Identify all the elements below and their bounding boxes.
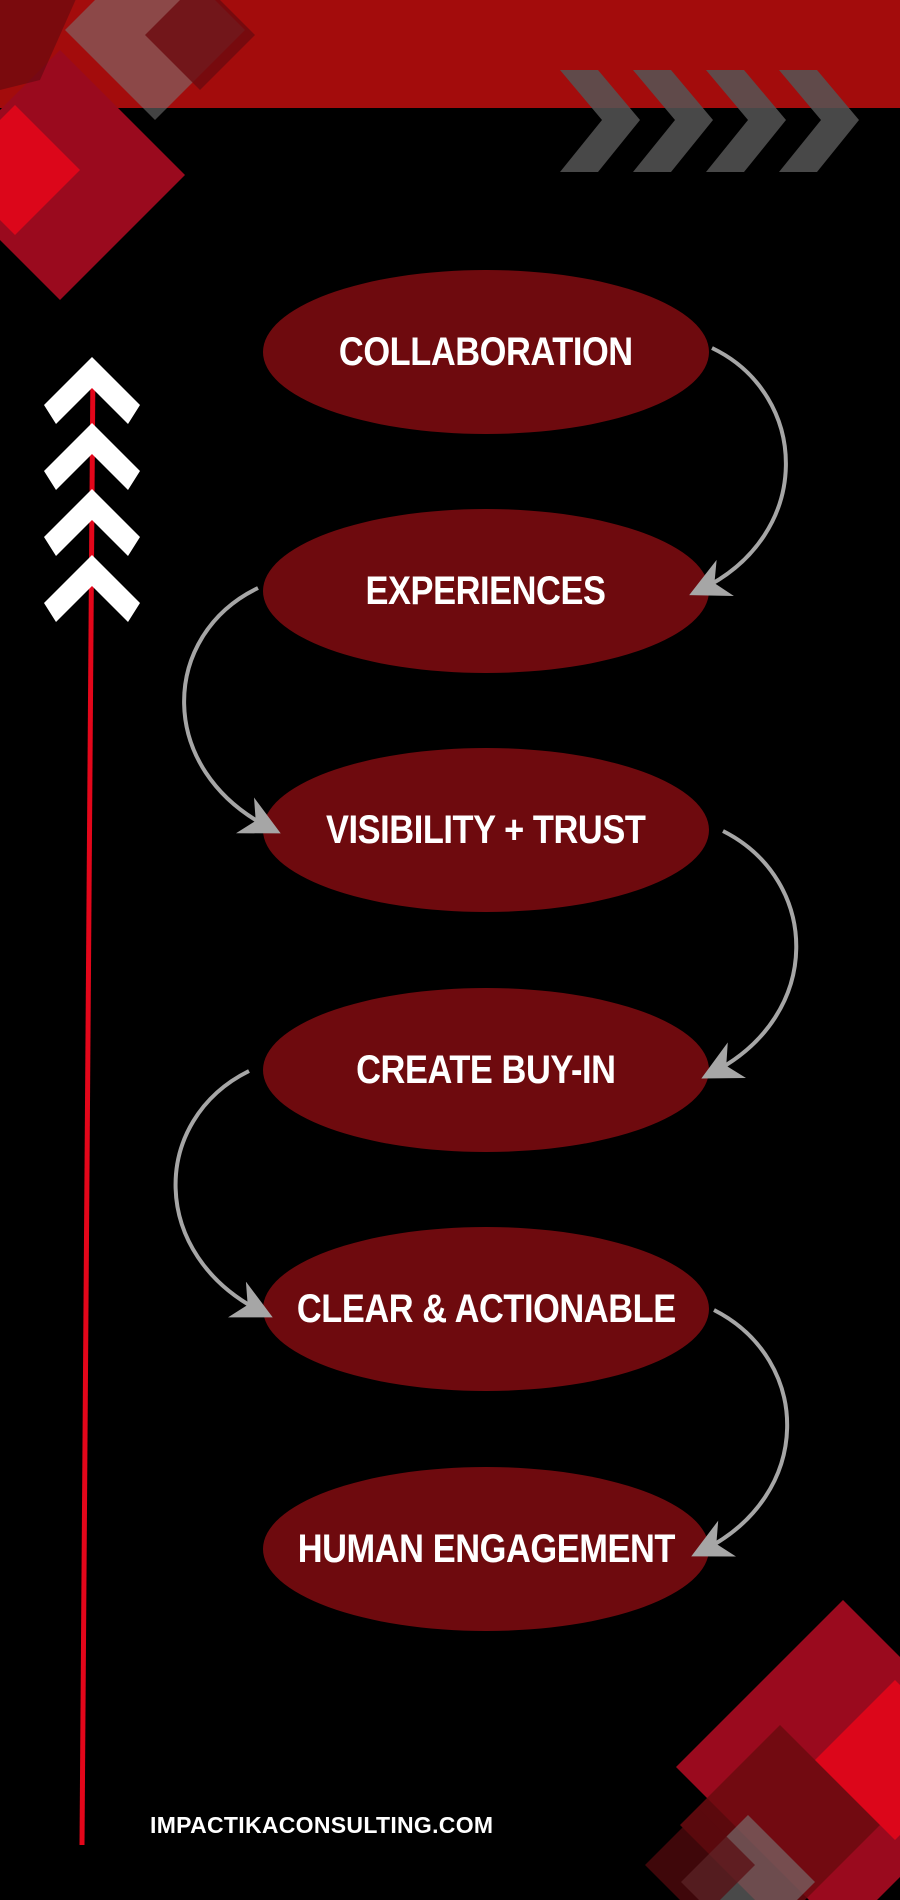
top-left-diamond-dark [145,0,255,90]
footer-url: IMPACTIKACONSULTING.COM [150,1812,494,1838]
bottom-right-diamond-shade [645,1810,755,1900]
curved-arrow-icon [182,586,281,834]
curved-arrow-icon [691,1308,790,1557]
node-collaboration: COLLABORATION [263,270,709,434]
curved-arrow-icon [689,346,788,596]
timeline-line [79,361,96,1846]
curved-arrow-icon [173,1069,273,1318]
node-create-buy-in: CREATE BUY-IN [263,988,709,1152]
node-label: EXPERIENCES [366,568,606,613]
top-left-diamond-maroon [0,50,185,300]
chevron-up-icon [44,357,140,622]
top-left-diamond-shade [0,0,76,90]
node-label: COLLABORATION [339,329,633,374]
node-label: HUMAN ENGAGEMENT [297,1526,675,1571]
node-label: CLEAR & ACTIONABLE [296,1286,676,1331]
node-experiences: EXPERIENCES [263,509,709,673]
curved-arrow-icon [701,829,799,1079]
top-left-diamond-red [0,105,80,235]
node-human-engagement: HUMAN ENGAGEMENT [263,1467,709,1631]
bottom-right-diamond-red [815,1680,900,1840]
node-visibility-trust: VISIBILITY + TRUST [263,748,709,912]
chevron-right-icon [560,70,859,172]
node-clear-actionable: CLEAR & ACTIONABLE [263,1227,709,1391]
node-label: CREATE BUY-IN [356,1047,616,1092]
node-label: VISIBILITY + TRUST [326,807,646,852]
